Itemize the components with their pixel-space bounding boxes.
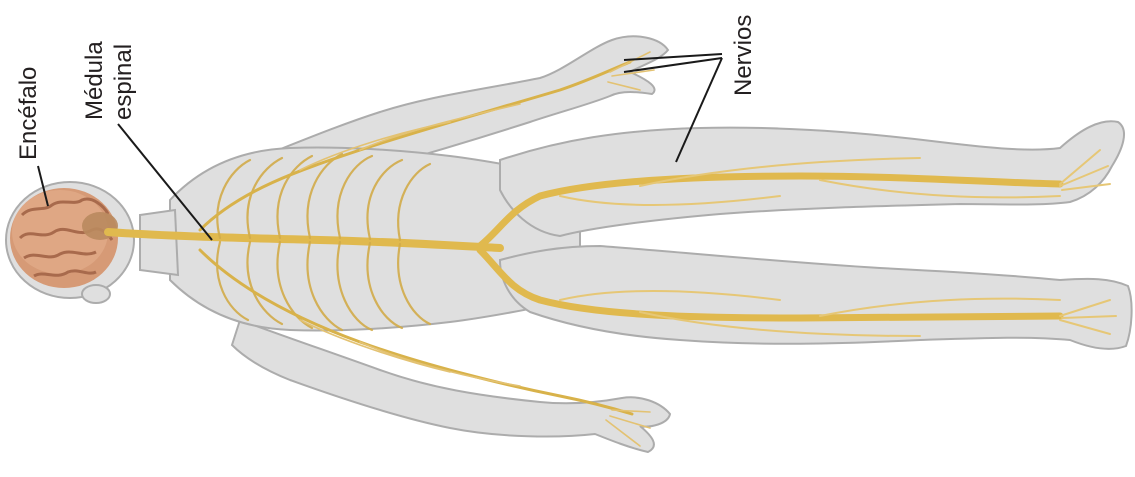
- label-spinal-cord-line2: espinal: [111, 44, 137, 120]
- label-brain: Encéfalo: [16, 67, 42, 160]
- body-silhouette: [6, 36, 1132, 452]
- label-nerves: Nervios: [731, 15, 757, 96]
- brain: [10, 188, 118, 288]
- label-spinal-cord-line1: Médula: [82, 41, 108, 120]
